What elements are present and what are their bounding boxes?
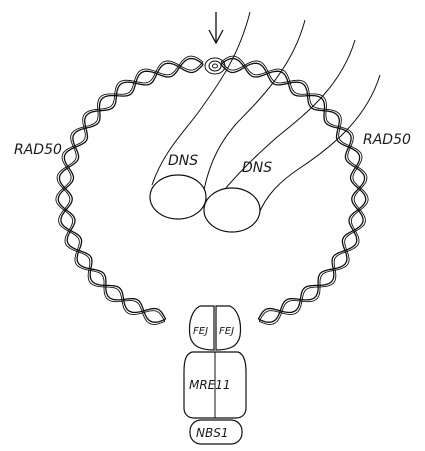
down-arrow-icon — [209, 12, 223, 43]
dna-end-cap — [150, 175, 206, 219]
dna-strands: DNS DNS — [150, 12, 380, 232]
dna-label: DNS — [168, 153, 198, 169]
mre11-nbs1-complex: FEJ FEJ MRE11 NBS1 — [184, 306, 246, 444]
fej-left-label: FEJ — [193, 326, 208, 337]
rad50-coiled-coil-ring — [56, 56, 368, 324]
nbs1-label: NBS1 — [196, 426, 228, 440]
dna-strand-line — [152, 12, 250, 185]
mre11-label: MRE11 — [189, 378, 231, 392]
rad50-right-label: RAD50 — [363, 132, 411, 148]
fej-right-label: FEJ — [219, 326, 234, 337]
dna-label: DNS — [242, 160, 272, 176]
rad50-left-label: RAD50 — [14, 142, 62, 158]
dna-end-cap — [204, 188, 260, 232]
